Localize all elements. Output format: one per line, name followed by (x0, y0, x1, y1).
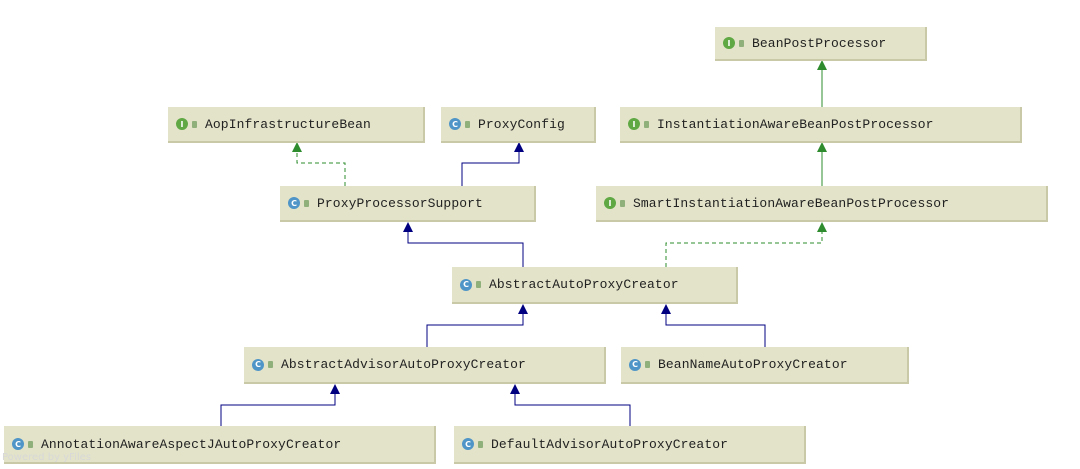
class-icon: C (460, 278, 472, 291)
edge-default-advisor-to-abstract-advisor (510, 384, 631, 426)
node-bean-post-processor[interactable]: I BeanPostProcessor (715, 27, 927, 61)
class-icon: C (629, 358, 641, 371)
node-aop-infrastructure-bean[interactable]: I AopInfrastructureBean (168, 107, 425, 143)
edge-instantiation-aware-to-bean-post-processor (817, 60, 827, 108)
node-label: AopInfrastructureBean (205, 116, 371, 132)
class-icon: C (288, 197, 300, 209)
node-bean-name-auto-proxy-creator[interactable]: C BeanNameAutoProxyCreator (621, 347, 909, 384)
pin-icon (304, 199, 309, 207)
watermark: Powered by yFiles (2, 452, 91, 463)
edge-smart-instantiation-aware-to-instantiation-aware (817, 142, 827, 186)
pin-icon (478, 440, 483, 448)
node-proxy-config[interactable]: C ProxyConfig (441, 107, 596, 143)
edge-bean-name-to-abstract-auto-proxy-creator (661, 304, 766, 347)
pin-icon (465, 120, 470, 128)
node-abstract-advisor-auto-proxy-creator[interactable]: C AbstractAdvisorAutoProxyCreator (244, 347, 606, 384)
node-label: AnnotationAwareAspectJAutoProxyCreator (41, 436, 342, 452)
interface-icon: I (723, 37, 735, 49)
edge-proxy-processor-support-to-aop-infrastructure-bean (292, 142, 346, 186)
node-label: ProxyConfig (478, 116, 565, 132)
class-icon: C (252, 358, 264, 371)
class-icon: C (449, 118, 461, 130)
edge-proxy-processor-support-to-proxy-config (461, 142, 524, 186)
node-label: BeanPostProcessor (752, 35, 887, 51)
edge-annotation-aware-to-abstract-advisor (220, 384, 340, 426)
node-label: SmartInstantiationAwareBeanPostProcessor (633, 195, 950, 211)
edge-abstract-auto-proxy-creator-to-proxy-processor-support (403, 222, 524, 267)
pin-icon (28, 440, 33, 448)
interface-icon: I (604, 197, 616, 209)
node-abstract-auto-proxy-creator[interactable]: C AbstractAutoProxyCreator (452, 267, 738, 304)
node-proxy-processor-support[interactable]: C ProxyProcessorSupport (280, 186, 536, 222)
edge-abstract-auto-proxy-creator-to-smart-instantiation-aware (665, 222, 827, 267)
pin-icon (644, 120, 649, 128)
pin-icon (268, 361, 273, 368)
node-annotation-aware-aspectj-auto-proxy-creator[interactable]: C AnnotationAwareAspectJAutoProxyCreator (4, 426, 436, 464)
node-label: BeanNameAutoProxyCreator (658, 357, 848, 372)
pin-icon (645, 361, 650, 368)
node-label: DefaultAdvisorAutoProxyCreator (491, 436, 729, 452)
class-icon: C (12, 438, 24, 450)
interface-icon: I (628, 118, 640, 130)
interface-icon: I (176, 118, 188, 130)
pin-icon (192, 120, 197, 128)
class-icon: C (462, 438, 474, 450)
node-instantiation-aware-bean-post-processor[interactable]: I InstantiationAwareBeanPostProcessor (620, 107, 1022, 143)
node-label: InstantiationAwareBeanPostProcessor (657, 116, 934, 132)
pin-icon (620, 199, 625, 207)
node-label: ProxyProcessorSupport (317, 195, 483, 211)
node-default-advisor-auto-proxy-creator[interactable]: C DefaultAdvisorAutoProxyCreator (454, 426, 806, 464)
node-label: AbstractAutoProxyCreator (489, 277, 679, 292)
pin-icon (739, 39, 744, 47)
node-smart-instantiation-aware-bean-post-processor[interactable]: I SmartInstantiationAwareBeanPostProcess… (596, 186, 1048, 222)
node-label: AbstractAdvisorAutoProxyCreator (281, 357, 526, 372)
pin-icon (476, 281, 481, 288)
edge-abstract-advisor-to-abstract-auto-proxy-creator (426, 304, 528, 347)
